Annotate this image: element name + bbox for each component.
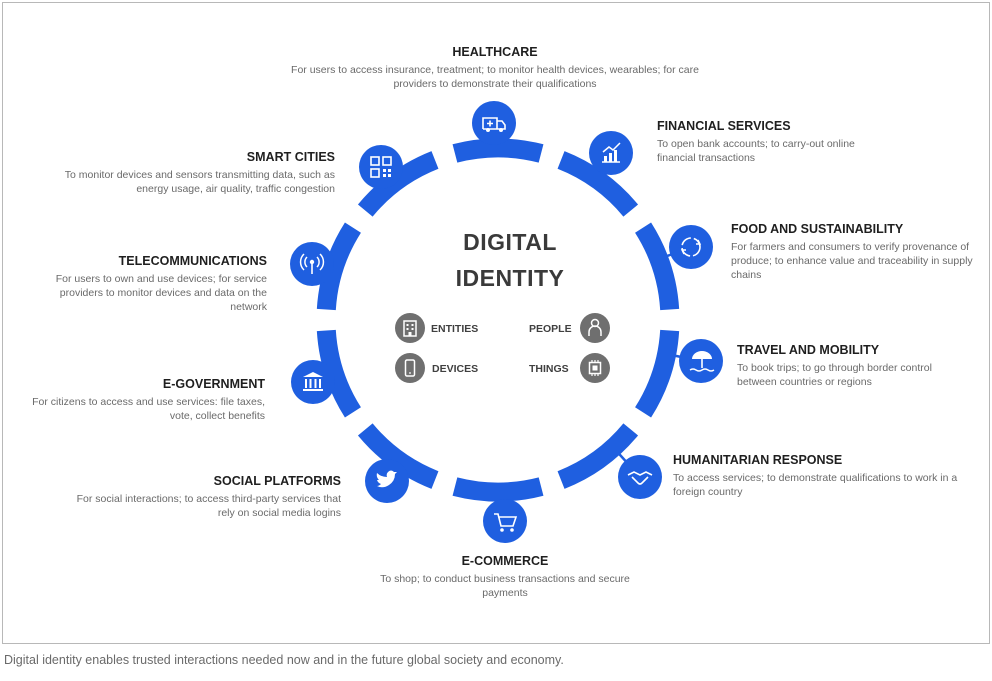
sector-title: HEALTHCARE — [452, 45, 538, 59]
sector-title: SOCIAL PLATFORMS — [213, 474, 341, 488]
sector-description: For social interactions; to access third… — [76, 493, 341, 519]
center-label-devices: DEVICES — [432, 363, 479, 375]
ring-arcs — [316, 138, 680, 502]
sector-travel-mobility: TRAVEL AND MOBILITY To book trips; to go… — [737, 343, 973, 389]
sector-title: E-COMMERCE — [461, 554, 549, 568]
sector-title: SMART CITIES — [246, 150, 335, 164]
figure-caption: Digital identity enables trusted interac… — [4, 653, 564, 667]
ring-segment — [634, 222, 680, 311]
bird-icon — [365, 459, 409, 503]
chip-icon — [580, 353, 610, 383]
ring-segment — [357, 423, 439, 489]
shopping-cart-icon — [483, 499, 527, 543]
diagram-frame: DIGITAL IDENTITY ENTITIES PEOPLE DEVICES… — [2, 2, 990, 644]
ring-segment — [557, 423, 639, 489]
beach-umbrella-icon — [679, 339, 723, 383]
sector-smart-cities: SMART CITIES To monitor devices and sens… — [63, 150, 335, 196]
person-icon — [580, 313, 610, 343]
sector-description: To access services; to demonstrate quali… — [673, 472, 958, 498]
ambulance-icon — [472, 101, 516, 145]
ring-segment — [557, 151, 639, 217]
building-icon — [395, 313, 425, 343]
ring-segment — [316, 222, 362, 311]
government-building-icon — [291, 360, 335, 404]
handshake-icon — [618, 455, 662, 499]
sector-food-sustainability: FOOD AND SUSTAINABILITY For farmers and … — [731, 222, 979, 282]
center-label-people: PEOPLE — [529, 323, 572, 335]
ring-segment — [634, 329, 680, 418]
ring-segment — [316, 329, 362, 418]
ring-segment — [452, 138, 544, 163]
phone-icon — [395, 353, 425, 383]
sector-telecommunications: TELECOMMUNICATIONS For users to own and … — [31, 254, 267, 314]
identity-wheel — [311, 122, 702, 522]
sector-description: For users to own and use devices; for se… — [55, 273, 267, 313]
sector-e-commerce: E-COMMERCE To shop; to conduct business … — [375, 554, 635, 600]
sector-title: TELECOMMUNICATIONS — [118, 254, 267, 268]
sector-e-government: E-GOVERNMENT For citizens to access and … — [23, 377, 265, 423]
sector-healthcare: HEALTHCARE For users to access insurance… — [275, 45, 715, 91]
sector-description: To open bank accounts; to carry-out onli… — [657, 138, 855, 164]
sector-title: HUMANITARIAN RESPONSE — [673, 453, 843, 467]
sector-description: To shop; to conduct business transaction… — [380, 573, 630, 599]
ring-segment — [452, 477, 544, 502]
sector-description: For citizens to access and use services:… — [32, 396, 265, 422]
sector-description: For users to access insurance, treatment… — [291, 64, 699, 90]
diagram-title-line-1: DIGITAL — [463, 229, 557, 255]
sector-description: To monitor devices and sensors transmitt… — [64, 169, 335, 195]
sector-title: E-GOVERNMENT — [162, 377, 265, 391]
sector-description: For farmers and consumers to verify prov… — [731, 241, 973, 281]
sector-humanitarian-response: HUMANITARIAN RESPONSE To access services… — [673, 453, 983, 499]
sector-title: FINANCIAL SERVICES — [657, 119, 791, 133]
center-label-things: THINGS — [529, 363, 569, 375]
sector-financial-services: FINANCIAL SERVICES To open bank accounts… — [657, 119, 877, 165]
sector-social-platforms: SOCIAL PLATFORMS For social interactions… — [61, 474, 341, 520]
recycle-icon — [669, 225, 713, 269]
qr-code-icon — [359, 145, 403, 189]
broadcast-icon — [290, 242, 334, 286]
sector-title: TRAVEL AND MOBILITY — [737, 343, 880, 357]
sector-title: FOOD AND SUSTAINABILITY — [731, 222, 904, 236]
diagram-title-line-2: IDENTITY — [455, 265, 565, 291]
center-label-entities: ENTITIES — [431, 323, 479, 335]
bar-chart-icon — [589, 131, 633, 175]
sector-description: To book trips; to go through border cont… — [737, 362, 932, 388]
